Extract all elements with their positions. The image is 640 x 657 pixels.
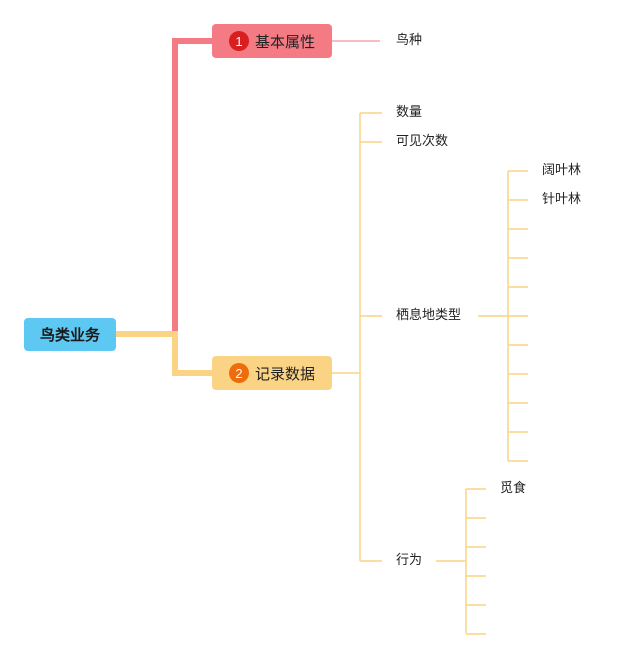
leaf-habitat-type[interactable]: 栖息地类型	[396, 308, 462, 323]
branch1-label: 基本属性	[254, 32, 315, 51]
habitat-leaf-connectors	[508, 170, 528, 462]
branch2-label: 记录数据	[254, 364, 315, 383]
connector-root-branch2	[116, 331, 212, 376]
leaf-broadleaf-forest[interactable]: 阔叶林	[542, 163, 582, 178]
branch-record-data[interactable]: 2 记录数据	[212, 356, 332, 390]
behavior-leaf-connectors	[466, 488, 486, 635]
leaf-foraging[interactable]: 觅食	[500, 481, 527, 496]
leaf-visible-count[interactable]: 可见次数	[396, 134, 449, 149]
leaf-coniferous-forest[interactable]: 针叶林	[542, 192, 582, 207]
leaf-quantity[interactable]: 数量	[396, 105, 423, 120]
leaf-bird-species[interactable]: 鸟种	[396, 33, 423, 48]
leaf-behavior[interactable]: 行为	[396, 553, 423, 568]
connector-root-branch1	[116, 38, 212, 337]
branch-basic-attributes[interactable]: 1 基本属性	[212, 24, 332, 58]
priority-1-badge: 1	[228, 31, 249, 51]
priority-2-badge: 2	[228, 363, 249, 383]
root-node[interactable]: 鸟类业务	[24, 318, 116, 351]
root-label: 鸟类业务	[39, 326, 100, 344]
